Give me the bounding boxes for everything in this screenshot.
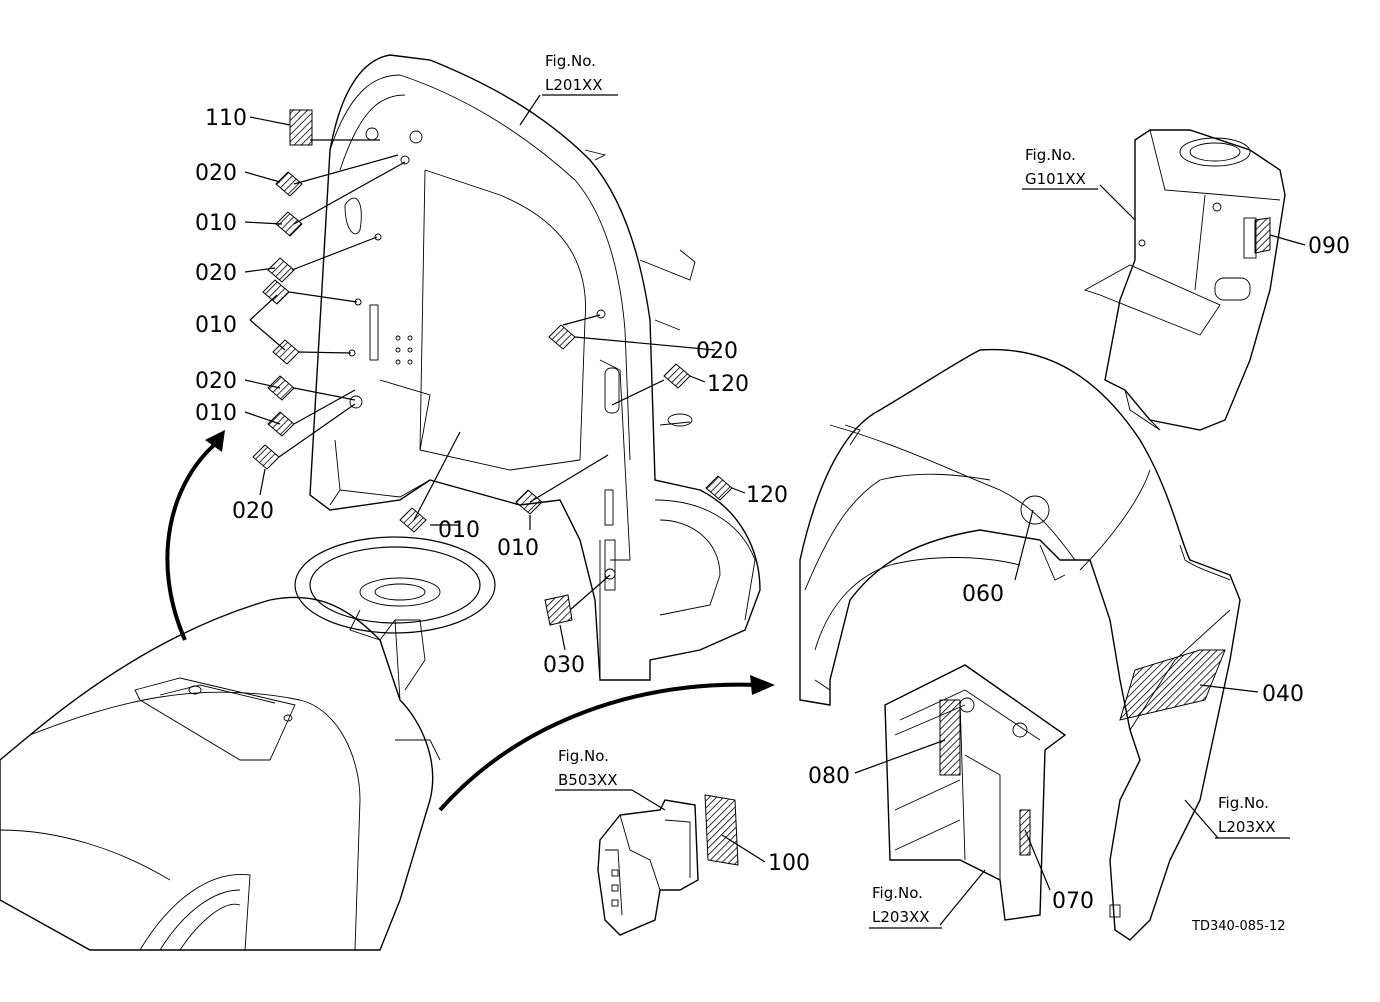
svg-text:L203XX: L203XX (872, 908, 930, 926)
diagram-code: TD340-085-12 (1191, 919, 1286, 934)
callout-010: 010 (195, 211, 237, 236)
callout-020: 020 (232, 499, 274, 524)
callout-120: 120 (707, 372, 749, 397)
part-callouts: 110 020 010 020 010 020 010 020 010 010 … (195, 106, 1350, 914)
decal-markers (252, 109, 733, 626)
callout-010: 010 (438, 518, 480, 543)
svg-text:G101XX: G101XX (1025, 170, 1086, 188)
callout-010: 010 (497, 536, 539, 561)
callout-020: 020 (195, 369, 237, 394)
leader-lines (244, 94, 1306, 926)
callout-040: 040 (1262, 682, 1304, 707)
callout-070: 070 (1052, 889, 1094, 914)
callout-120: 120 (746, 483, 788, 508)
callout-020: 020 (195, 261, 237, 286)
steering-wheel (294, 536, 496, 641)
svg-text:L203XX: L203XX (1218, 818, 1276, 836)
callout-110: 110 (205, 106, 247, 131)
assembly-arrows (165, 430, 775, 812)
callout-020: 020 (195, 161, 237, 186)
svg-text:Fig.No.: Fig.No. (1025, 146, 1076, 164)
callout-010: 010 (195, 401, 237, 426)
b503-bracket-part (597, 794, 739, 936)
callout-020: 020 (696, 339, 738, 364)
fig-ref-l203-bottom: Fig.No. L203XX (869, 884, 942, 929)
callout-010: 010 (195, 313, 237, 338)
fig-ref-b503: Fig.No. B503XX (555, 747, 632, 791)
svg-text:B503XX: B503XX (558, 771, 617, 789)
callout-060: 060 (962, 582, 1004, 607)
dash-panel-assembly (309, 54, 761, 681)
callout-100: 100 (768, 851, 810, 876)
g101-cover-part (1083, 129, 1286, 431)
front-hood-shell (799, 348, 1241, 941)
svg-text:Fig.No.: Fig.No. (872, 884, 923, 902)
fig-ref-l201: Fig.No. L201XX (542, 52, 618, 96)
tractor-body (0, 596, 441, 951)
fig-ref-l203-right: Fig.No. L203XX (1215, 794, 1290, 839)
svg-text:L201XX: L201XX (545, 76, 603, 94)
callout-080: 080 (808, 764, 850, 789)
svg-text:Fig.No.: Fig.No. (1218, 794, 1269, 812)
callout-090: 090 (1308, 234, 1350, 259)
fig-ref-g101: Fig.No. G101XX (1022, 146, 1098, 190)
callout-030: 030 (543, 653, 585, 678)
svg-text:Fig.No.: Fig.No. (545, 52, 596, 70)
svg-text:Fig.No.: Fig.No. (558, 747, 609, 765)
side-panel-part (884, 664, 1067, 921)
